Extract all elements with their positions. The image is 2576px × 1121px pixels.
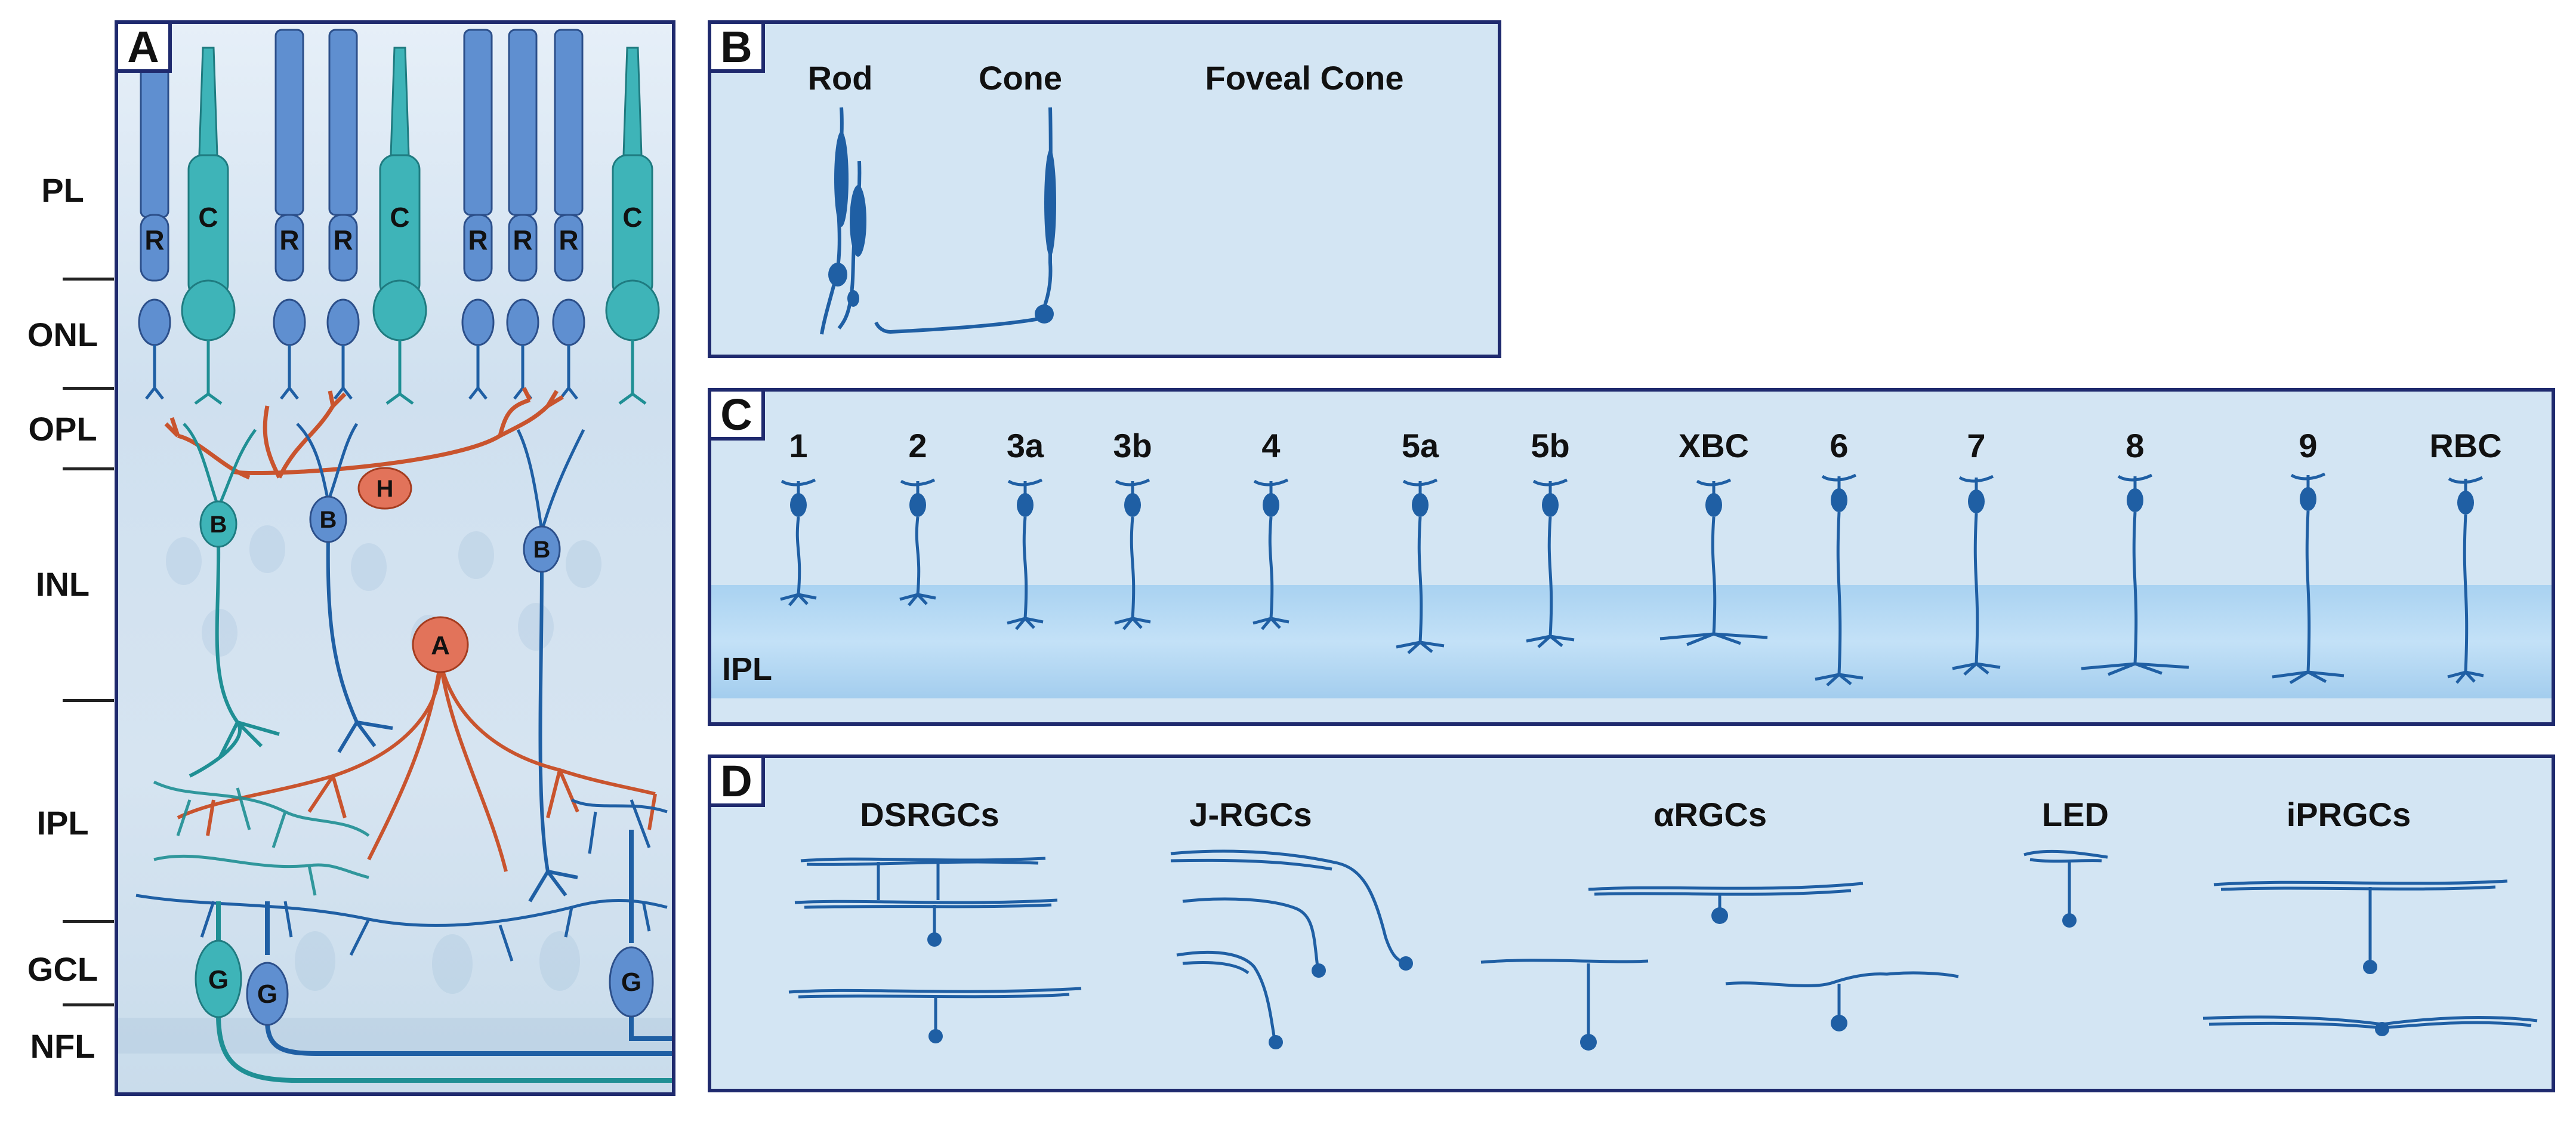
ganglion-label: G bbox=[208, 965, 229, 994]
panel-a-illustration: R C R R C R R R C B B B H A G G G bbox=[118, 24, 672, 1092]
type-label: 9 bbox=[2299, 427, 2318, 464]
rgc-group-label-led: LED bbox=[2042, 796, 2109, 833]
layer-divider bbox=[63, 278, 114, 281]
photoreceptor-label: C bbox=[198, 202, 218, 233]
rgc-group-label-alpha-rgcs: αRGCs bbox=[1653, 796, 1767, 833]
bipolar-axon bbox=[1396, 516, 1445, 654]
layer-divider bbox=[63, 1003, 114, 1006]
bipolar-soma bbox=[790, 493, 807, 517]
layer-divider bbox=[63, 467, 114, 470]
bipolar-axon bbox=[1526, 516, 1575, 648]
bipolar-soma bbox=[2127, 488, 2143, 512]
photoreceptor-row bbox=[138, 29, 660, 405]
bipolar-cells bbox=[183, 423, 585, 903]
photoreceptor-label: R bbox=[559, 224, 578, 255]
rgc-group-label-iprgcs: iPRGCs bbox=[2286, 796, 2411, 833]
type-label: 6 bbox=[1830, 427, 1849, 464]
layer-divider bbox=[63, 920, 114, 923]
type-label: 7 bbox=[1967, 427, 1986, 464]
bipolar-axon bbox=[2272, 510, 2344, 685]
layer-label-ipl: IPL bbox=[36, 804, 89, 842]
bipolar-soma bbox=[1968, 489, 1985, 513]
bipolar-axon bbox=[780, 516, 817, 606]
panel-b: B Rod Cone Foveal Cone bbox=[708, 20, 1501, 358]
panel-d: D bbox=[708, 754, 2555, 1092]
cell-label-foveal-cone: Foveal Cone bbox=[1205, 59, 1404, 97]
bipolar-soma bbox=[2300, 487, 2316, 511]
ganglion-label: G bbox=[257, 980, 277, 1009]
bipolar-soma bbox=[1831, 488, 1847, 512]
panel-c: C 1 2 3a 3b 4 5a 5b XBC 6 7 8 9 RBC IPL bbox=[708, 388, 2555, 726]
photoreceptor-label: C bbox=[390, 202, 409, 233]
bipolar-soma bbox=[2457, 491, 2474, 515]
cell-label-cone: Cone bbox=[979, 59, 1062, 97]
photoreceptor-label: R bbox=[144, 224, 164, 255]
bipolar-soma bbox=[1263, 493, 1279, 517]
photoreceptor-label: R bbox=[279, 224, 299, 255]
bipolar-axon bbox=[899, 516, 936, 606]
bipolar-soma bbox=[1705, 493, 1722, 517]
layer-divider bbox=[63, 387, 114, 390]
bipolar-axon bbox=[1007, 516, 1044, 630]
layer-divider bbox=[63, 699, 114, 702]
panel-a: R C R R C R R R C B B B H A G G G A bbox=[115, 20, 675, 1096]
bipolar-axon bbox=[2081, 512, 2189, 676]
photoreceptor-label: C bbox=[622, 202, 642, 233]
type-label: 5b bbox=[1531, 427, 1570, 464]
horizontal-cell bbox=[164, 387, 564, 480]
bipolar-label: B bbox=[210, 512, 227, 538]
bipolar-soma bbox=[1412, 493, 1429, 517]
horizontal-label: H bbox=[377, 476, 394, 502]
type-label: XBC bbox=[1678, 427, 1750, 464]
horizontal-cell-body bbox=[357, 467, 412, 510]
bipolar-label: B bbox=[533, 537, 551, 563]
bipolar-soma bbox=[909, 493, 926, 517]
photoreceptor-label: R bbox=[333, 224, 353, 255]
panel-c-letter: C bbox=[708, 388, 765, 441]
photoreceptor-label: R bbox=[513, 224, 532, 255]
ipl-label: IPL bbox=[722, 651, 773, 687]
amacrine-label: A bbox=[431, 631, 450, 660]
rgc-group-label-j-rgcs: J-RGCs bbox=[1189, 796, 1312, 833]
bipolar-soma bbox=[1017, 493, 1034, 517]
type-label: 2 bbox=[908, 427, 927, 464]
panel-d-letter: D bbox=[708, 754, 765, 807]
type-label: 4 bbox=[1261, 427, 1281, 464]
type-label: 8 bbox=[2125, 427, 2145, 464]
bipolar-axon bbox=[2447, 514, 2484, 684]
bipolar-axon bbox=[1114, 516, 1151, 630]
amacrine-cell bbox=[177, 662, 657, 872]
type-label: 5a bbox=[1401, 427, 1439, 464]
type-label: 3b bbox=[1113, 427, 1152, 464]
photoreceptor-label: R bbox=[468, 224, 488, 255]
bipolar-axon bbox=[1252, 516, 1289, 630]
bipolar-axon bbox=[1659, 516, 1768, 646]
bipolar-axon bbox=[1815, 512, 1864, 686]
layer-label-inl: INL bbox=[35, 565, 90, 603]
panel-d-illustration bbox=[788, 849, 2538, 1051]
bipolar-soma bbox=[1542, 493, 1559, 517]
layer-label-pl: PL bbox=[41, 171, 84, 209]
type-label: 3a bbox=[1006, 427, 1044, 464]
bipolar-soma bbox=[1124, 493, 1141, 517]
ganglion-label: G bbox=[621, 968, 641, 997]
panel-b-illustration bbox=[820, 107, 1056, 335]
panel-a-letter: A bbox=[115, 20, 172, 73]
type-label: 1 bbox=[789, 427, 808, 464]
layer-label-opl: OPL bbox=[28, 410, 97, 448]
panel-c-illustration bbox=[711, 472, 2552, 698]
cell-label-rod: Rod bbox=[807, 59, 873, 97]
panel-b-letter: B bbox=[708, 20, 765, 73]
amacrine-cell-body bbox=[412, 616, 469, 673]
layer-label-gcl: GCL bbox=[27, 950, 98, 988]
type-label: RBC bbox=[2429, 427, 2502, 464]
layer-label-nfl: NFL bbox=[30, 1027, 95, 1065]
rgc-group-label-dsrgcs: DSRGCs bbox=[860, 796, 999, 833]
bipolar-axon bbox=[1952, 513, 2001, 676]
layer-label-onl: ONL bbox=[27, 316, 98, 353]
bipolar-label: B bbox=[320, 507, 337, 533]
ganglion-cells bbox=[195, 830, 672, 1083]
